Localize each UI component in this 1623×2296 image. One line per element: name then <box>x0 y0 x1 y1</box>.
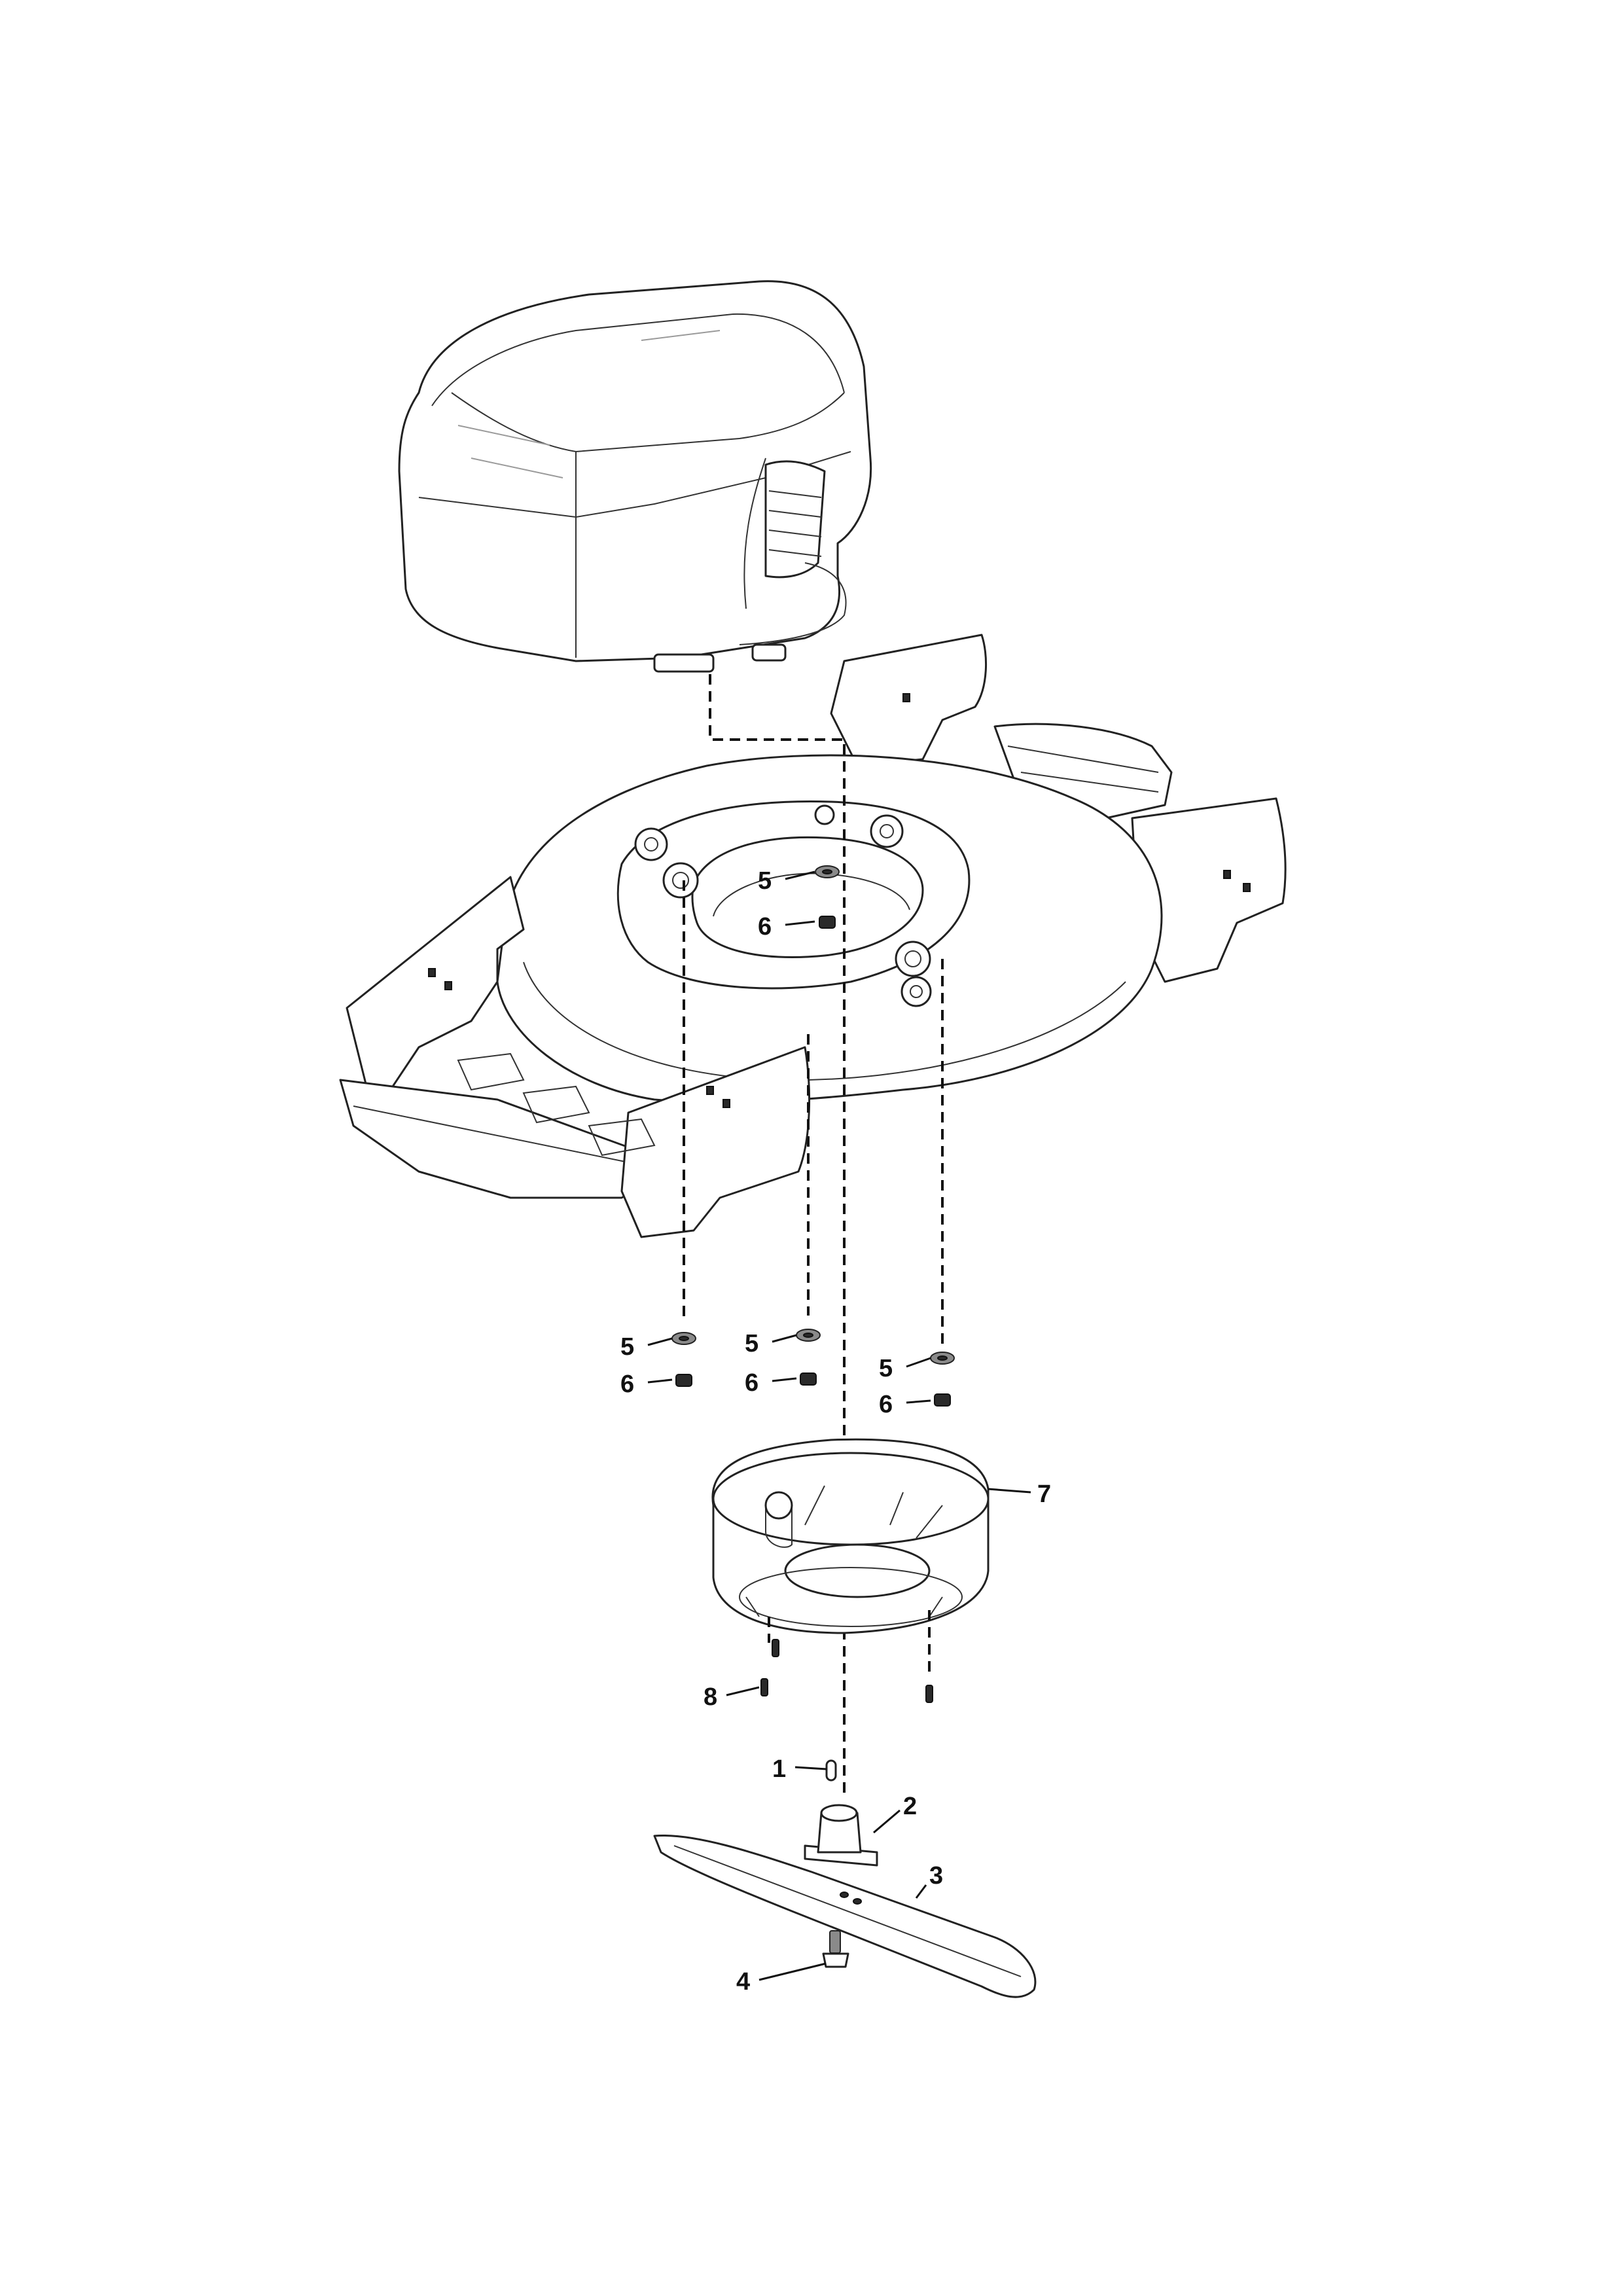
nut-left <box>675 1374 692 1387</box>
callout-5-left: 5 <box>620 1333 634 1361</box>
nut-top <box>819 916 836 929</box>
callout-6-mid: 6 <box>745 1369 758 1397</box>
nut-right <box>934 1393 951 1407</box>
callout-5-top: 5 <box>758 867 772 895</box>
fasteners <box>671 865 955 1407</box>
blade-bolt <box>829 1930 841 1954</box>
key-pin <box>825 1759 837 1782</box>
screws <box>760 1610 933 1703</box>
callout-numbers: 5 6 5 6 5 6 5 6 7 8 1 2 3 4 <box>620 867 1051 1996</box>
callout-1: 1 <box>772 1755 786 1783</box>
callout-5-right: 5 <box>879 1355 893 1382</box>
callout-6-left: 6 <box>620 1371 634 1398</box>
callout-leaders <box>647 870 1031 1981</box>
mower-deck <box>339 634 1287 1238</box>
callout-8: 8 <box>704 1683 717 1711</box>
blade-assembly <box>653 1759 1037 1998</box>
nut-mid <box>800 1372 817 1386</box>
callout-3: 3 <box>929 1862 943 1890</box>
callout-6-right: 6 <box>879 1391 893 1418</box>
callout-2: 2 <box>903 1793 917 1820</box>
callout-7: 7 <box>1037 1480 1051 1508</box>
callout-4: 4 <box>736 1968 750 1996</box>
blade-housing <box>711 1438 990 1634</box>
assembly-lines <box>683 674 944 1793</box>
callout-6-top: 6 <box>758 913 772 941</box>
blade <box>653 1834 1037 1998</box>
engine-cover <box>398 280 872 673</box>
callout-5-mid: 5 <box>745 1330 758 1357</box>
